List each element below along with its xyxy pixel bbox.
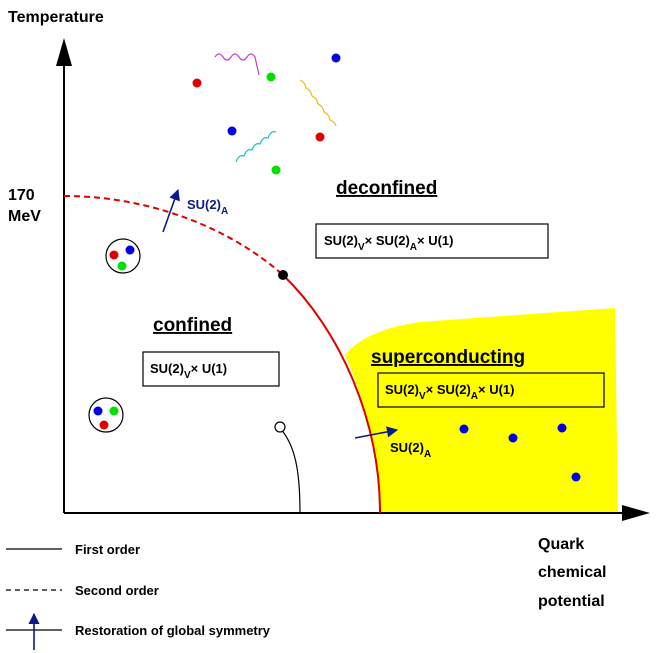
lower-arrow-label: SU(2)A — [390, 440, 431, 460]
quark-blue — [508, 433, 518, 443]
upper-restoration-arrow — [162, 188, 180, 233]
x-axis-label-line3: potential — [538, 593, 605, 610]
nuclear-endpoint — [274, 421, 286, 433]
gluon-cyan — [235, 131, 277, 163]
quark-red — [192, 78, 202, 88]
legend-first-order-label: First order — [75, 542, 140, 557]
superconducting-region — [345, 308, 618, 513]
legend-restoration-label: Restoration of global symmetry — [75, 623, 271, 638]
x-axis-label-line2: chemical — [538, 564, 606, 581]
critical-point — [278, 270, 288, 280]
x-axis-label-line1: Quark — [538, 536, 584, 553]
nuclear-transition-line — [279, 427, 301, 514]
gluon-yellow — [299, 79, 337, 127]
quark-blue — [227, 126, 237, 136]
confined-symmetry: SU(2)V× U(1) — [150, 361, 227, 381]
temperature-axis-arrowhead — [56, 38, 72, 66]
quark-red — [315, 132, 325, 142]
baryon-lower — [88, 397, 124, 433]
superconducting-title: superconducting — [371, 347, 525, 368]
first-order-line — [282, 274, 381, 514]
superconducting-symmetry: SU(2)V× SU(2)A× U(1) — [385, 382, 515, 402]
tick-value: 170 — [8, 187, 35, 204]
lower-restoration-arrow — [354, 426, 399, 439]
quark-blue — [459, 424, 469, 434]
legend-second-order-label: Second order — [75, 583, 159, 598]
chemical-potential-axis-arrowhead — [622, 505, 650, 521]
quark-green — [271, 165, 281, 175]
temperature-axis-label: Temperature — [8, 9, 104, 26]
quark-blue — [557, 423, 567, 433]
baryon-upper — [105, 238, 141, 274]
second-order-line — [63, 195, 284, 276]
quark-green — [266, 72, 276, 82]
confined-title: confined — [153, 315, 232, 336]
quark-blue — [331, 53, 341, 63]
quark-blue — [571, 472, 581, 482]
confined-symmetry-box — [142, 351, 280, 387]
superconducting-symmetry-box — [377, 372, 605, 408]
deconfined-symmetry-box — [315, 223, 549, 259]
deconfined-title: deconfined — [336, 178, 437, 199]
tick-unit: MeV — [8, 208, 41, 225]
upper-arrow-label: SU(2)A — [187, 197, 228, 217]
gluon-magenta — [214, 53, 260, 76]
deconfined-symmetry: SU(2)V× SU(2)A× U(1) — [324, 233, 454, 253]
